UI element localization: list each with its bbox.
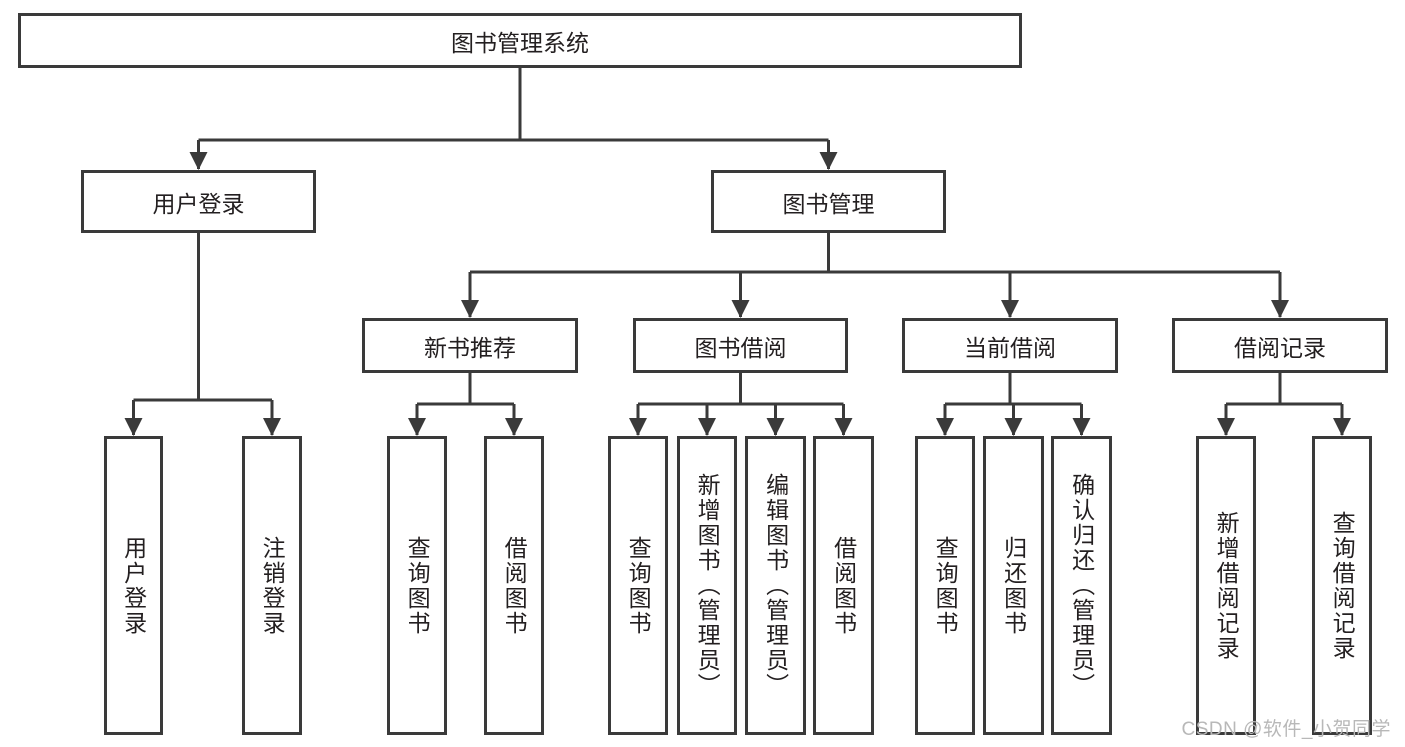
node-box-leaf_12[interactable] [1312,436,1372,735]
arrow-head-icon [1333,418,1351,436]
arrow-head-icon [766,418,785,436]
node-box-l2_0[interactable] [81,170,316,233]
node-box-leaf_0[interactable] [104,436,163,735]
arrow-head-icon [834,418,853,436]
node-box-l3_2[interactable] [902,318,1118,373]
node-box-leaf_11[interactable] [1196,436,1256,735]
arrow-head-icon [936,418,954,436]
node-box-leaf_2[interactable] [387,436,447,735]
arrow-head-icon [731,300,750,318]
arrow-head-icon [124,418,143,436]
node-box-l3_3[interactable] [1172,318,1388,373]
node-box-leaf_6[interactable] [745,436,806,735]
arrow-head-icon [1072,418,1091,436]
nodes-layer [18,13,1388,735]
node-box-leaf_3[interactable] [484,436,544,735]
arrow-head-icon [1217,418,1235,436]
node-box-root[interactable] [18,13,1022,68]
arrow-head-icon [408,418,426,436]
node-box-leaf_5[interactable] [677,436,737,735]
arrow-head-icon [629,418,647,436]
arrow-head-icon [263,418,281,436]
arrow-head-icon [189,152,208,170]
node-box-leaf_4[interactable] [608,436,668,735]
node-box-leaf_10[interactable] [1051,436,1112,735]
arrow-head-icon [1001,300,1019,318]
arrow-head-icon [1004,418,1023,436]
arrow-head-icon [505,418,523,436]
node-box-l3_1[interactable] [633,318,848,373]
node-box-leaf_9[interactable] [983,436,1044,735]
node-box-l2_1[interactable] [711,170,946,233]
arrow-head-icon [819,152,838,170]
arrow-head-icon [1271,300,1289,318]
node-box-leaf_1[interactable] [242,436,302,735]
node-box-leaf_8[interactable] [915,436,975,735]
arrow-head-icon [698,418,716,436]
node-box-l3_0[interactable] [362,318,578,373]
edges-layer [124,68,1351,436]
node-box-leaf_7[interactable] [813,436,874,735]
arrow-head-icon [461,300,479,318]
